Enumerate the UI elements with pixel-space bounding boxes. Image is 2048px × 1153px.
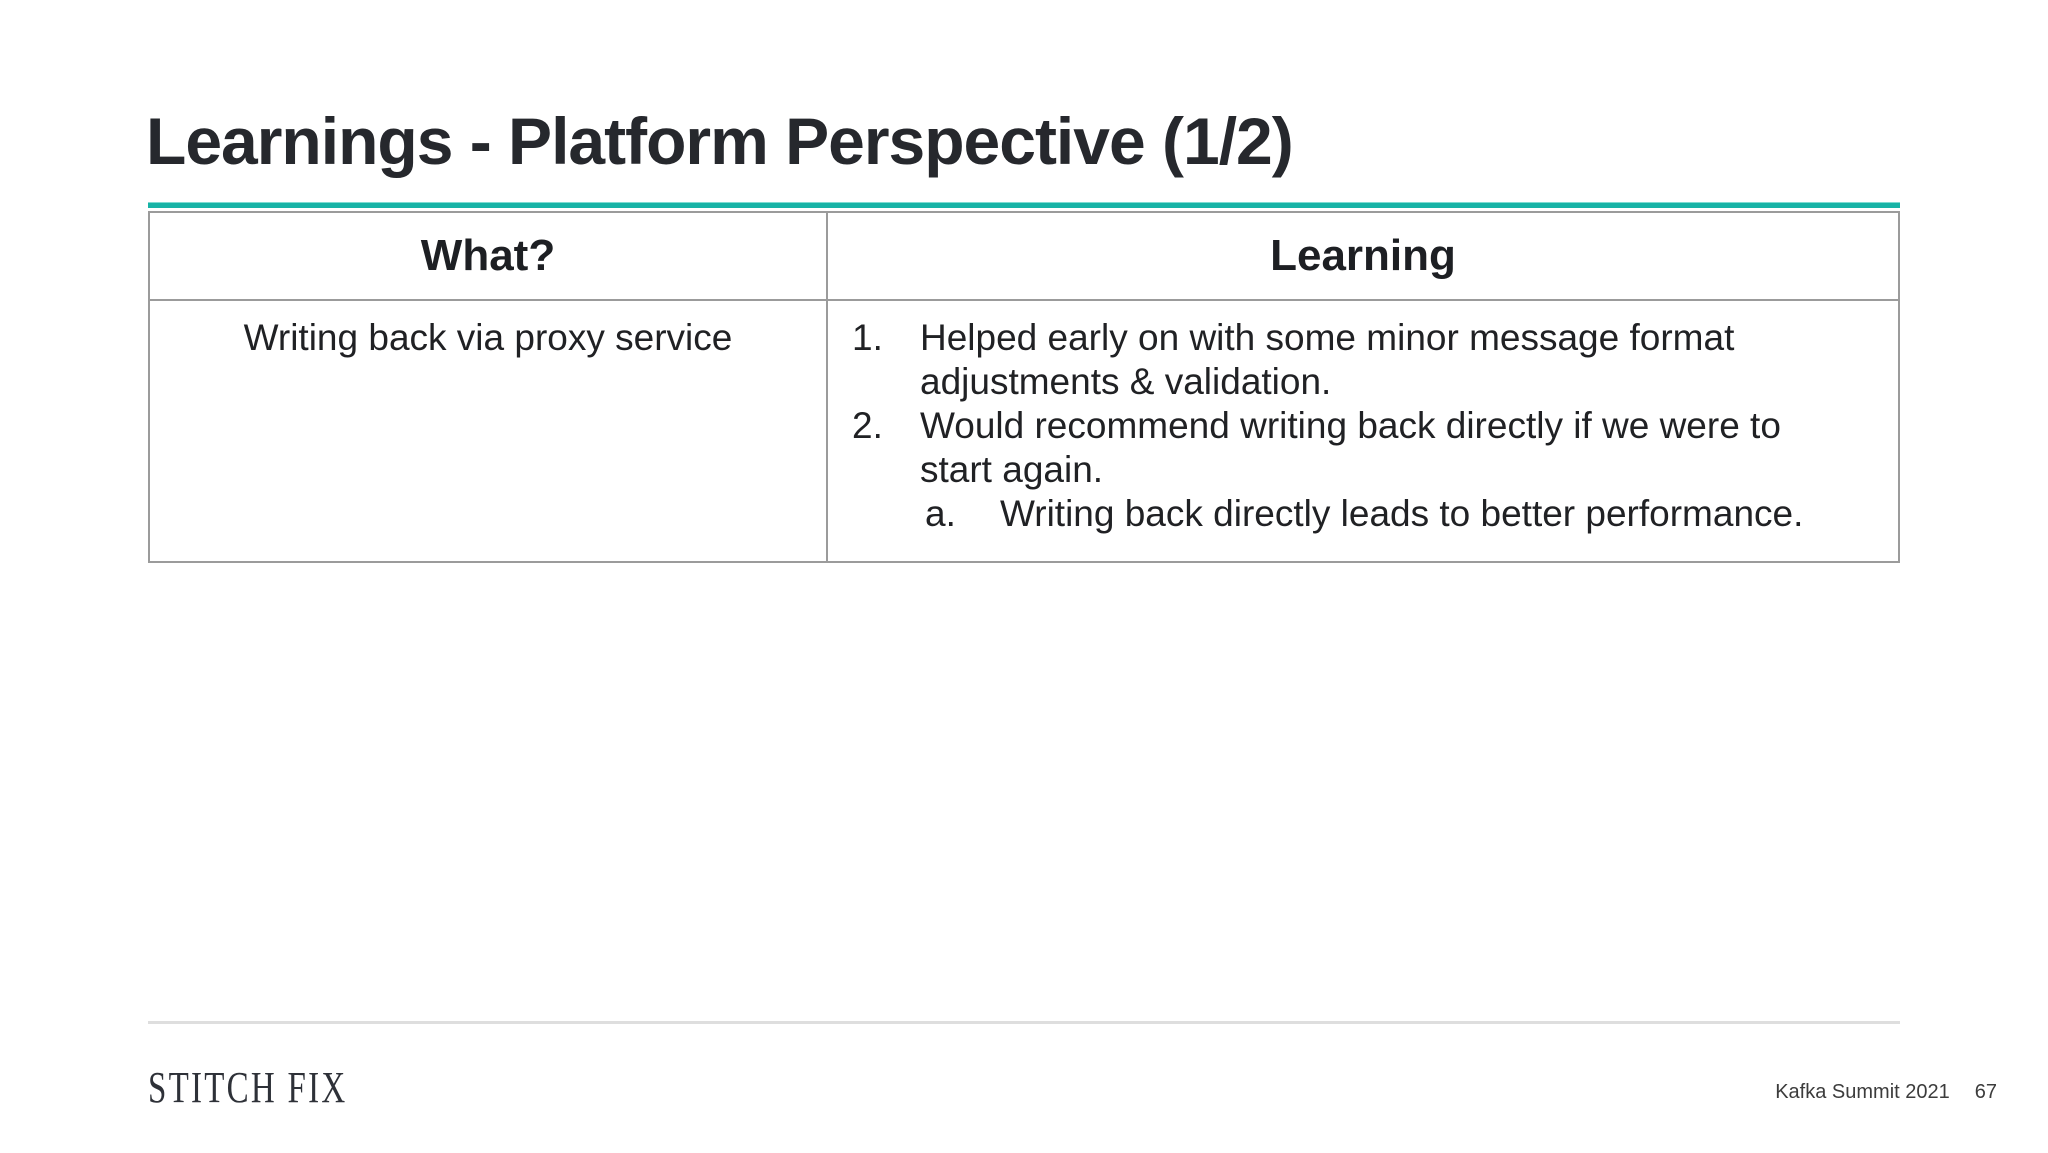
footer-event-label: Kafka Summit 2021 <box>1775 1081 1950 1103</box>
cell-what: Writing back via proxy service <box>148 299 828 563</box>
list-item: 2. Would recommend writing back directly… <box>852 404 1880 492</box>
list-item-text: Would recommend writing back directly if… <box>920 405 1781 490</box>
slide-title: Learnings - Platform Perspective (1/2) <box>146 104 1294 179</box>
learnings-table: What? Learning Writing back via proxy se… <box>148 211 1900 563</box>
list-item-text: Helped early on with some minor message … <box>920 317 1735 402</box>
cell-learning: 1. Helped early on with some minor messa… <box>826 299 1900 563</box>
column-header-what: What? <box>148 211 828 301</box>
stitch-fix-logo: STITCH FIX <box>148 1063 348 1112</box>
table-row: Writing back via proxy service 1. Helped… <box>148 299 1900 563</box>
list-marker: a. <box>925 493 956 534</box>
list-item-text: Writing back directly leads to better pe… <box>1000 493 1804 534</box>
table-header-row: What? Learning <box>148 211 1900 301</box>
list-item: 1. Helped early on with some minor messa… <box>852 316 1880 404</box>
list-sub-item: a. Writing back directly leads to better… <box>925 492 1880 536</box>
column-header-learning: Learning <box>826 211 1900 301</box>
footer-meta: Kafka Summit 2021 67 <box>1775 1082 1997 1102</box>
list-marker: 2. <box>852 405 883 446</box>
list-marker: 1. <box>852 317 883 358</box>
page-number: 67 <box>1974 1081 1997 1103</box>
accent-bar <box>148 202 1900 208</box>
footer-divider <box>148 1021 1900 1024</box>
